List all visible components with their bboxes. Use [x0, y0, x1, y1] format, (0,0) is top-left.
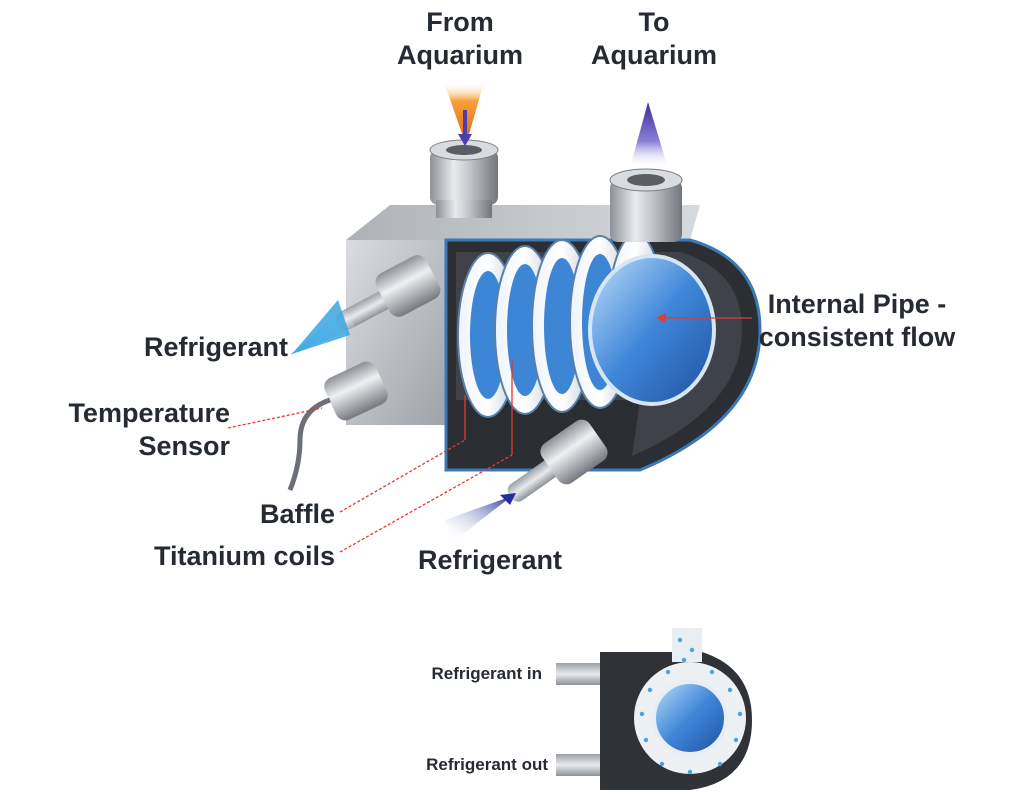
internal-pipe [588, 254, 716, 406]
from-aquarium-label-line2: Aquarium [396, 39, 523, 70]
coils-leader [339, 454, 513, 553]
leader-lines [227, 313, 752, 553]
water-in-arrow [444, 82, 484, 146]
sensor-fitting [287, 361, 388, 491]
baffle-label: Baffle [259, 499, 335, 529]
internal-pipe-label: Internal Pipe - consistent flow [752, 288, 962, 354]
to-aquarium-label: To Aquarium [584, 6, 724, 72]
refrigerant-in-fitting [507, 419, 608, 502]
from-aquarium-label: From Aquarium [390, 6, 530, 72]
to-aquarium-label-line1: To [638, 7, 670, 37]
water-out-arrow [630, 102, 668, 168]
internal-pipe-line1: Internal Pipe - [767, 289, 947, 319]
refrigerant-in-label: Refrigerant in [431, 664, 542, 683]
to-aquarium-label-line2: Aquarium [590, 39, 717, 70]
internal-pipe-leader-head [656, 313, 666, 323]
inlet-fitting [429, 139, 499, 218]
refrigerant-out-label: Refrigerant out [426, 755, 548, 774]
refrigerant-bottom-label: Refrigerant [418, 545, 563, 575]
from-aquarium-label-line1: From [426, 7, 494, 37]
internal-pipe-line2: consistent flow [758, 321, 956, 352]
outlet-fitting [609, 168, 683, 242]
cross-section-diagram [556, 628, 752, 790]
refrigerant-in-arrow [445, 493, 516, 540]
baffle-leader [339, 439, 466, 513]
temperature-sensor-label: Temperature Sensor [62, 397, 230, 463]
titanium-coils-label: Titanium coils [153, 541, 335, 571]
temperature-sensor-line1: Temperature [68, 398, 230, 428]
temperature-sensor-line2: Sensor [138, 430, 230, 461]
refrigerant-out-arrow [290, 300, 355, 355]
refrigerant-left-label: Refrigerant [143, 332, 288, 362]
sensor-leader [227, 407, 323, 429]
